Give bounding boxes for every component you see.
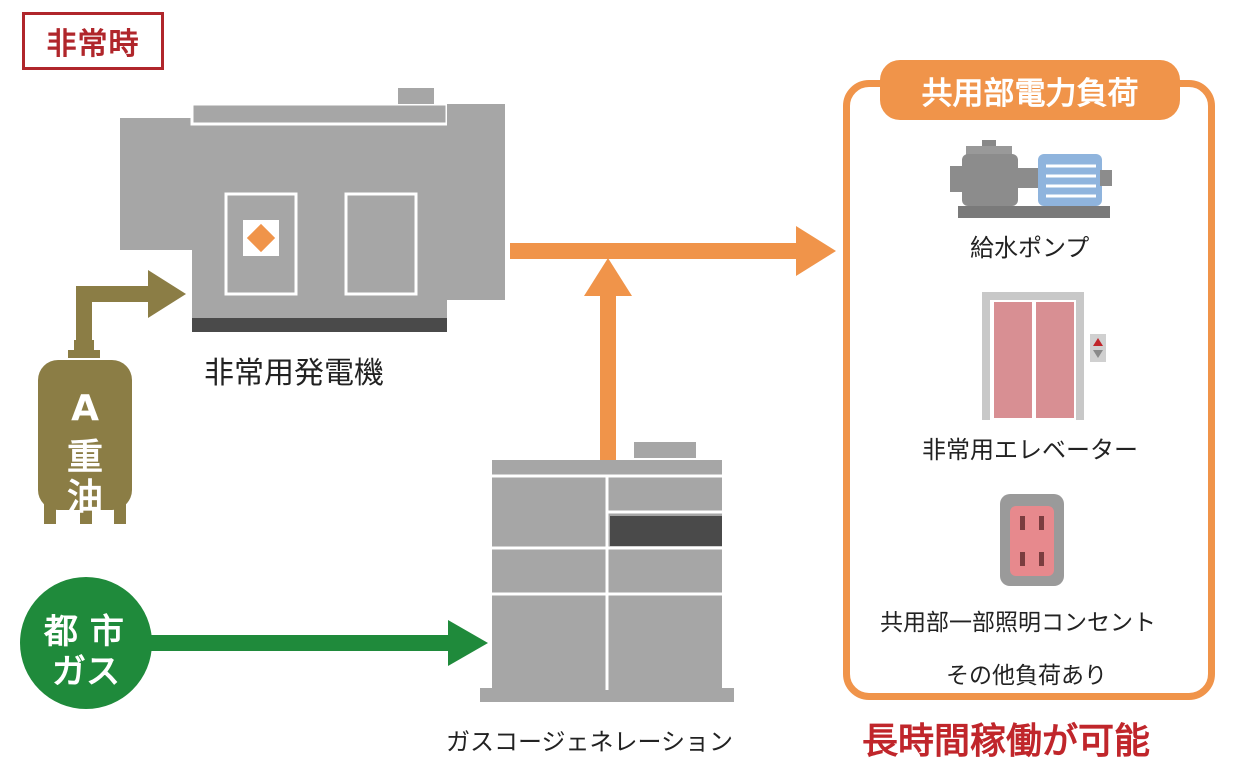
load-label-emergency-elevator: 非常用エレベーター (922, 436, 1138, 464)
elevator-icon (982, 292, 1106, 420)
power-outlet-icon (1000, 494, 1064, 586)
city-gas-icon (20, 577, 152, 709)
generator-label: 非常用発電機 (204, 356, 384, 391)
gas-arrow (150, 620, 488, 666)
load-label-water-pump: 給水ポンプ (970, 234, 1090, 262)
emergency-mode-label: 非常時 (22, 12, 164, 70)
common-area-load-title: 共用部電力負荷 (880, 60, 1180, 120)
generator-icon (120, 88, 505, 332)
fuel-tank-label-heavy: 重 (66, 437, 103, 478)
load-label-lighting-outlets: 共用部一部照明コンセント (880, 610, 1156, 636)
fuel-tank-label-a: A (71, 388, 99, 429)
fuel-tank-label-oil: 油 (66, 477, 103, 518)
load-label-other: その他負荷あり (946, 663, 1107, 689)
city-gas-label-line2: ガス (52, 652, 120, 692)
power-arrow-main (510, 226, 836, 276)
water-pump-icon (950, 140, 1112, 218)
fuel-tank-icon (38, 340, 132, 524)
cogeneration-unit-icon (480, 442, 734, 702)
city-gas-label-line1: 都 市 (44, 612, 124, 652)
power-arrow-cogeneration (584, 258, 632, 460)
long-operation-note: 長時間稼働が可能 (862, 721, 1151, 762)
cogeneration-label: ガスコージェネレーション (446, 728, 734, 756)
fuel-arrow (76, 270, 186, 350)
